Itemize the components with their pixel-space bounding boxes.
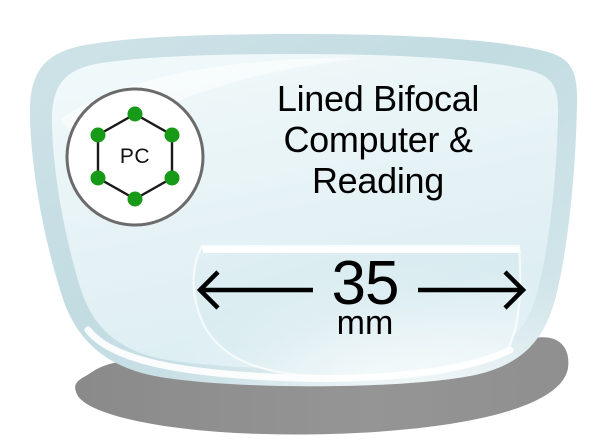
product-title-line-3: Reading <box>311 160 444 201</box>
hexagon-vertex-dot <box>90 127 106 143</box>
arrow-head-right <box>503 270 527 310</box>
hexagon-vertex-dot <box>164 170 180 186</box>
pc-badge-graphic <box>65 87 205 227</box>
dimension-arrow <box>196 270 527 310</box>
product-title: Lined Bifocal Computer & Reading <box>228 78 528 201</box>
product-title-line-2: Computer & <box>283 119 473 160</box>
lens-bottom-highlight <box>84 326 514 382</box>
pc-material-badge: PC <box>64 86 206 228</box>
hexagon-vertex-dot <box>164 127 180 143</box>
segment-width-unit: mm <box>336 304 394 342</box>
segment-width-value: 35 <box>331 249 400 318</box>
hexagon-vertex-dot <box>90 170 106 186</box>
hexagon-vertex-dot <box>127 191 143 207</box>
pc-badge-label: PC <box>119 145 151 168</box>
product-title-line-1: Lined Bifocal <box>276 78 480 119</box>
hexagon-vertex-dots <box>90 106 180 207</box>
arrow-head-left <box>196 270 220 310</box>
badge-circle <box>65 87 205 227</box>
hexagon-vertex-dot <box>127 106 143 122</box>
